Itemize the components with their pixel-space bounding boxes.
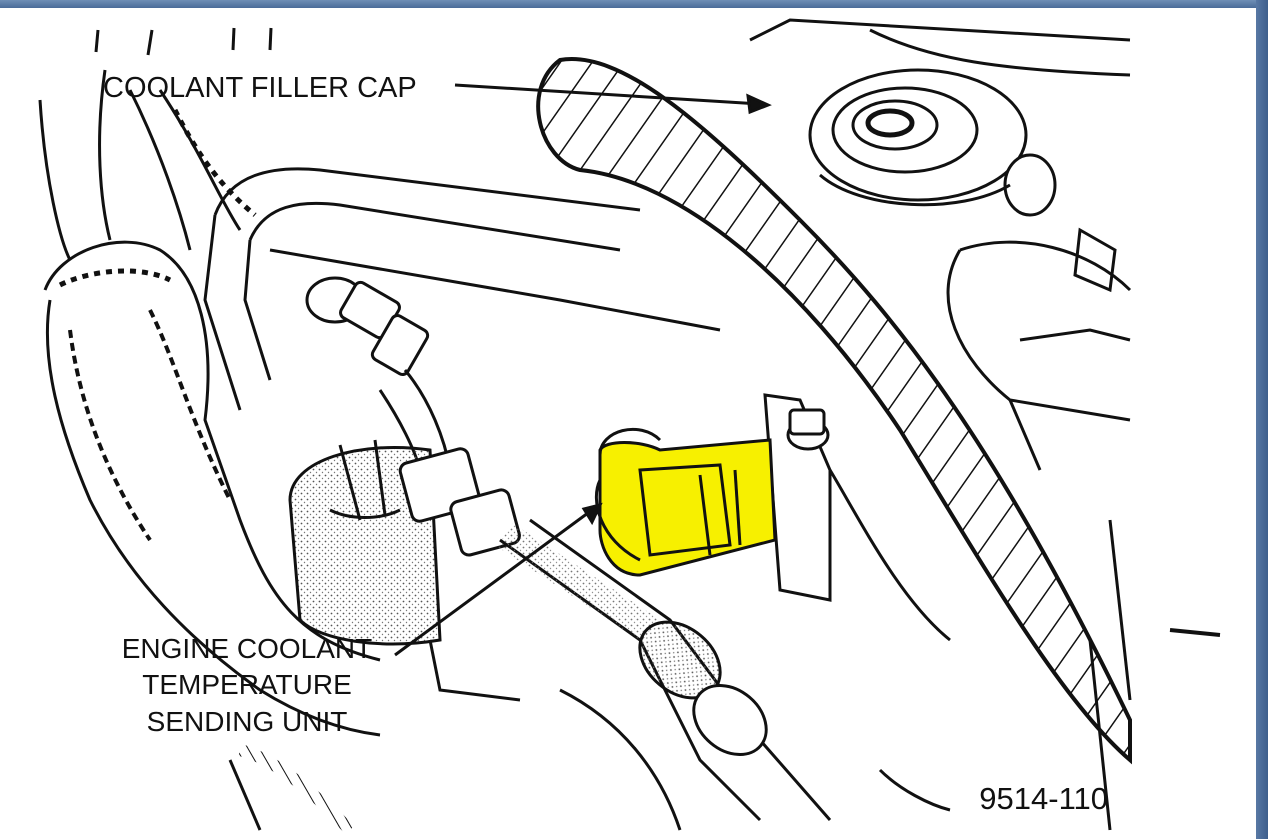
- pipe-fittings: [305, 276, 452, 471]
- left-hose: [43, 240, 381, 737]
- label-sensor-line2: TEMPERATURE: [142, 669, 352, 700]
- label-sensor-line1: ENGINE COOLANT: [122, 633, 372, 664]
- bottom-details: [228, 519, 1221, 835]
- temperature-sending-unit: [594, 427, 777, 577]
- label-coolant-filler-cap: COOLANT FILLER CAP: [103, 72, 417, 104]
- engine-outline-right: [749, 18, 1132, 471]
- canister: [288, 439, 442, 646]
- sensor-bracket: [763, 393, 951, 642]
- window-top-border: [0, 0, 1268, 8]
- figure-number: 9514-110: [979, 781, 1108, 816]
- label-sensor-line3: SENDING UNIT: [147, 706, 348, 737]
- filler-cap: [808, 68, 1057, 217]
- corrugated-hose: [536, 57, 1132, 765]
- upper-pipe-loop: [203, 167, 721, 411]
- window-right-border: [1256, 0, 1268, 839]
- leader-lines: [394, 83, 772, 657]
- left-pipes: [38, 69, 257, 261]
- tick-marks: [94, 27, 273, 56]
- line-tube: [398, 447, 832, 822]
